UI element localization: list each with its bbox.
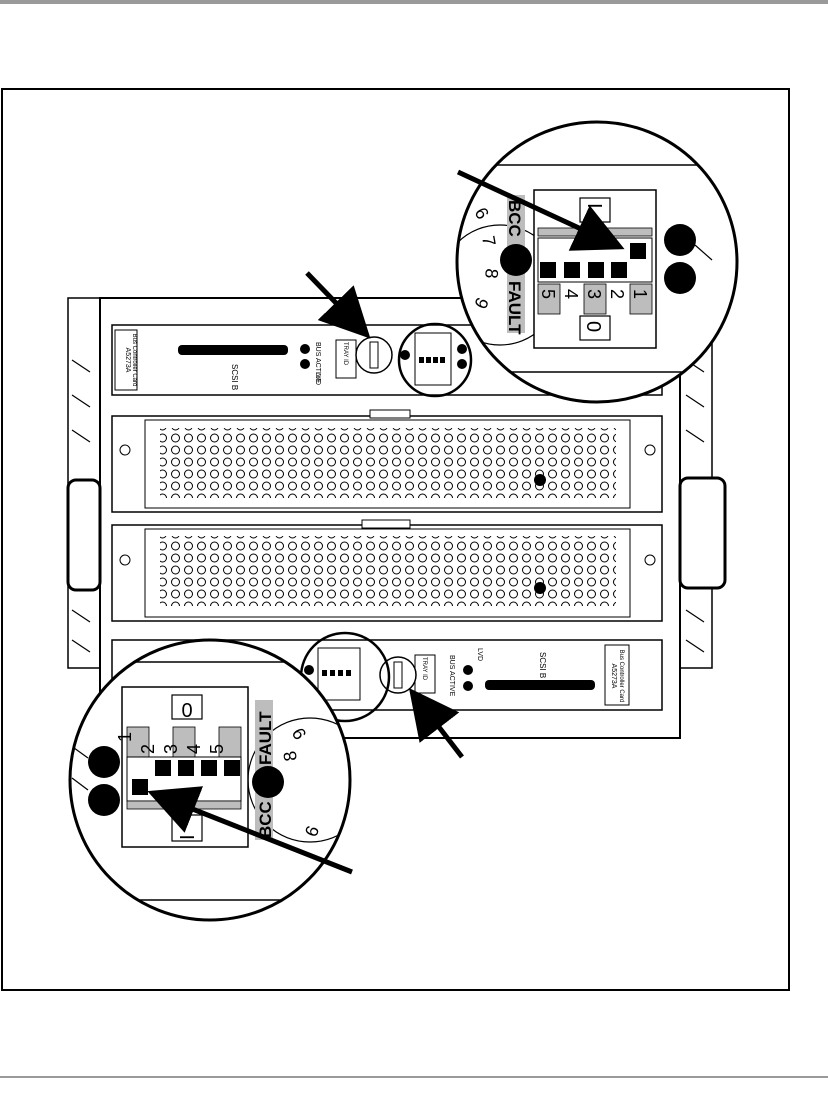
lvd-label: LVD <box>314 372 321 385</box>
top-fault-label: FAULT <box>505 281 524 335</box>
top-dip-arrow <box>456 169 625 251</box>
dip-number: 3 <box>584 289 604 299</box>
bus-active-led <box>300 344 310 354</box>
top-dial-arrow <box>305 271 371 339</box>
bottom-bcc-label: BCC <box>256 801 275 838</box>
top-bcc-label: BCC <box>505 200 524 237</box>
top-callout-ring <box>397 322 473 398</box>
vent-panel-upper <box>111 409 663 513</box>
bottom-dial-arrow <box>408 688 464 759</box>
top-card: A5273A Bus Controller Card SCSI B BUS AC… <box>111 322 663 398</box>
dial-digit: 8 <box>280 749 301 762</box>
bottom-scsi-b-label: SCSI B <box>538 652 547 678</box>
bottom-dip-off-label: 0 <box>181 700 192 722</box>
card-name-label: Bus Controller Card <box>131 334 137 387</box>
scsi-connector <box>178 345 288 355</box>
dip-number: 2 <box>607 289 627 299</box>
bottom-lvd-label: LVD <box>476 648 483 661</box>
dip-number: 5 <box>207 744 227 754</box>
top-dip-off-label: 0 <box>582 321 604 332</box>
top-dip-numbers: 5 4 3 2 1 <box>538 289 650 299</box>
bottom-dip-arrow <box>147 786 353 875</box>
tray-id-label: TRAY ID <box>342 342 348 366</box>
bottom-card-name-label: Bus Controller Card <box>618 650 624 703</box>
dip-number: 3 <box>161 744 181 754</box>
top-dip-on-label: I <box>583 203 605 209</box>
bus-active-label: BUS ACTIVE <box>314 342 321 384</box>
dip-number: 2 <box>138 744 158 754</box>
lvd-led <box>300 359 310 369</box>
scsi-b-label: SCSI B <box>230 364 239 390</box>
bottom-dip-numbers: 1 2 3 4 5 <box>115 732 227 754</box>
bottom-rule <box>0 1076 828 1078</box>
dip-number: 1 <box>630 289 650 299</box>
bcc-led <box>400 350 410 360</box>
top-rule <box>0 0 828 4</box>
dip-number: 5 <box>538 289 558 299</box>
bottom-fault-label: FAULT <box>256 711 275 765</box>
vent-panel-lower <box>111 519 663 622</box>
bottom-card-model-label: A5273A <box>610 664 617 689</box>
bottom-scsi-connector <box>485 680 595 690</box>
figure-frame <box>1 88 790 991</box>
callout-arrows <box>147 169 625 875</box>
dip-number: 1 <box>115 732 135 742</box>
bottom-dip-on-label: I <box>177 834 199 840</box>
bottom-tray-id-label: TRAY ID <box>421 657 427 681</box>
dip-number: 4 <box>184 744 204 754</box>
dial-digit: 8 <box>481 268 502 280</box>
bottom-bus-active-label: BUS ACTIVE <box>448 655 455 697</box>
dip-number: 4 <box>561 289 581 299</box>
card-model-label: A5273A <box>124 348 131 373</box>
dial-digit: 7 <box>478 234 499 247</box>
